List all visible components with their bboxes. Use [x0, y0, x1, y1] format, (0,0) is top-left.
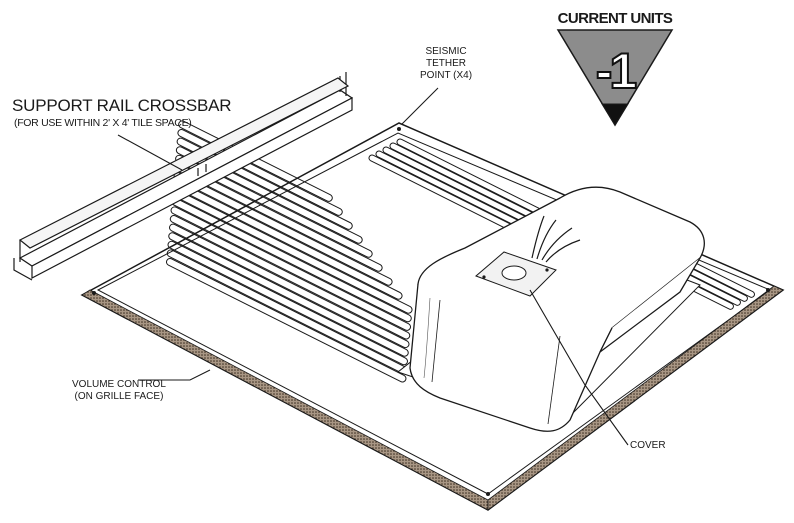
leader-lines — [117, 87, 629, 446]
support-rail-crossbar — [13, 72, 354, 281]
support-rail-title: SUPPORT RAIL CROSSBAR — [12, 96, 232, 115]
seismic-line-3: POINT (X4) — [420, 70, 473, 81]
volume-line-2: (ON GRILLE FACE) — [74, 391, 164, 402]
cover-label: COVER — [630, 440, 666, 451]
grille-rib — [169, 215, 411, 340]
grille-rib — [175, 154, 373, 258]
grille-rib — [166, 258, 407, 383]
badge-title: CURRENT UNITS — [557, 10, 673, 27]
grille-rib — [170, 206, 411, 331]
seismic-tether-label: SEISMIC TETHER POINT (X4) — [420, 46, 472, 82]
seismic-line-2: TETHER — [426, 58, 467, 69]
grille-rib — [176, 137, 353, 230]
grille-rib — [168, 232, 409, 357]
grille-rib — [167, 240, 408, 366]
grille-rib — [169, 223, 410, 349]
grille-rib — [175, 146, 363, 244]
volume-control-label: VOLUME CONTROL (ON GRILLE FACE) — [72, 379, 166, 403]
plenum-box — [396, 186, 705, 432]
grille-rib — [178, 120, 333, 202]
seismic-line-1: SEISMIC — [425, 46, 467, 57]
badge-value: -1 — [596, 43, 637, 99]
current-units-badge: -1 — [556, 29, 674, 127]
grille-rib — [177, 129, 343, 216]
support-rail-note: (FOR USE WITHIN 2' X 4' TILE SPACE) — [14, 117, 192, 129]
volume-line-1: VOLUME CONTROL — [72, 379, 166, 390]
